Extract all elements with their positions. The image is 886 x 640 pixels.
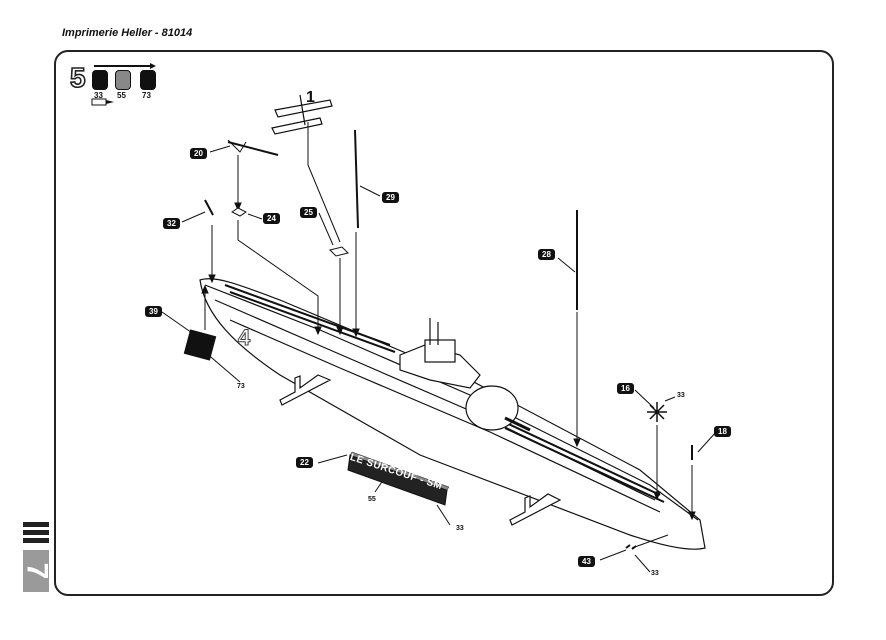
part-16 — [647, 402, 667, 422]
paint-pot-icon — [115, 70, 131, 90]
callout-43: 43 — [578, 556, 595, 567]
callout-16: 16 — [617, 383, 634, 394]
part-29-mast — [354, 129, 359, 229]
paint-ref: 33 — [677, 392, 685, 399]
part-20-bracket — [227, 139, 247, 153]
tab-bar — [23, 530, 49, 535]
nameplate-part-22 — [347, 451, 450, 506]
seaplane-part: 1 — [271, 89, 333, 135]
leader-line — [631, 534, 669, 549]
callout-25: 25 — [300, 207, 317, 218]
page-header: Imprimerie Heller - 81014 — [62, 27, 193, 39]
callout-20: 20 — [190, 148, 207, 159]
callout-18: 18 — [714, 426, 731, 437]
callout-29: 29 — [382, 192, 399, 203]
paint-ref: 55 — [368, 496, 376, 503]
callout-28: 28 — [538, 249, 555, 260]
page-number-block: 7 — [20, 550, 53, 592]
paint-pot-icon — [140, 70, 156, 90]
stand — [509, 493, 562, 526]
stand — [279, 374, 332, 406]
callout-39: 39 — [145, 306, 162, 317]
part-39 — [183, 329, 217, 361]
part-24 — [231, 207, 247, 217]
instruction-frame — [54, 50, 834, 596]
paint-code: 73 — [142, 91, 151, 100]
paint-ref: 33 — [651, 570, 659, 577]
paint-pot-icon — [92, 70, 108, 90]
hull-outline — [199, 278, 706, 550]
paint-ref: 33 — [456, 525, 464, 532]
paint-code: 55 — [117, 91, 126, 100]
paint-ref: 73 — [237, 383, 245, 390]
callout-24: 24 — [263, 213, 280, 224]
paint-code: 33 — [94, 91, 103, 100]
tab-bar — [23, 538, 49, 543]
leader-line — [237, 220, 319, 330]
part-32 — [204, 199, 214, 216]
gun-barrel — [504, 416, 531, 432]
hull-deck-line — [204, 284, 699, 521]
deck-planks — [224, 284, 665, 503]
step-number: 5 — [69, 62, 86, 93]
part-20-rod — [227, 141, 279, 156]
part-25 — [329, 246, 349, 257]
page-tab: 7 — [20, 522, 53, 592]
tab-bar — [23, 522, 49, 527]
gun-turret — [465, 385, 519, 431]
leader-line — [307, 122, 341, 243]
hull-marking: 4 — [238, 325, 251, 350]
callout-22: 22 — [296, 457, 313, 468]
hull-stripe — [229, 319, 661, 513]
svg-text:1: 1 — [306, 89, 315, 106]
callout-32: 32 — [163, 218, 180, 229]
tower-top — [424, 339, 456, 363]
